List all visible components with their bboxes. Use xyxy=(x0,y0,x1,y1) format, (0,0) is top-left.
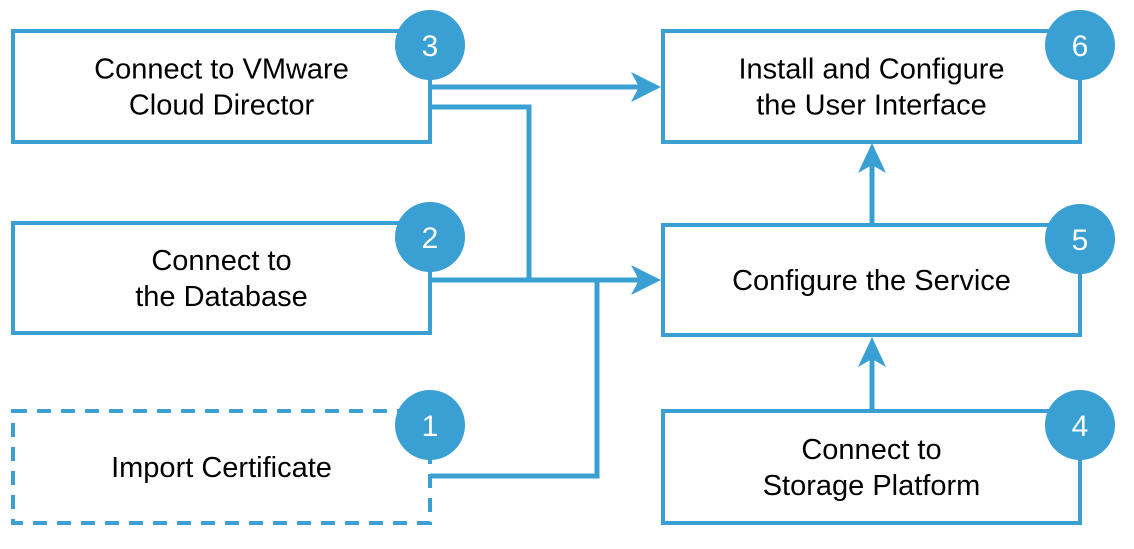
badge-circle-icon xyxy=(1045,204,1115,274)
step-box-border xyxy=(661,409,1082,525)
step-number-badge: 2 xyxy=(395,202,465,272)
step-label: Storage Platform xyxy=(763,470,981,502)
step-number: 6 xyxy=(1072,30,1089,63)
connector-3-to-5 xyxy=(430,104,532,280)
step-label: the Database xyxy=(135,281,308,313)
step-box-2: Connect to the Database 2 xyxy=(11,202,465,335)
step-label: Configure the Service xyxy=(732,265,1011,297)
step-label: Connect to VMware xyxy=(94,54,349,86)
badge-circle-icon xyxy=(1045,390,1115,460)
step-box-6: Install and Configure the User Interface 6 xyxy=(661,10,1115,144)
arrow-head-icon xyxy=(631,72,661,102)
step-label: the User Interface xyxy=(756,90,987,122)
step-box-border xyxy=(11,221,432,335)
step-number: 5 xyxy=(1072,224,1089,257)
step-label: Connect to xyxy=(801,434,941,466)
step-box-border xyxy=(661,29,1082,144)
step-number-badge: 3 xyxy=(395,10,465,80)
step-box-border xyxy=(11,29,432,144)
badge-circle-icon xyxy=(1045,10,1115,80)
step-number: 1 xyxy=(422,410,439,443)
step-number-badge: 6 xyxy=(1045,10,1115,80)
step-label: Import Certificate xyxy=(111,452,332,484)
connectors xyxy=(430,72,886,479)
step-box-5: Configure the Service 5 xyxy=(661,204,1115,337)
connector-1-to-5 xyxy=(430,280,600,479)
step-label: Install and Configure xyxy=(739,54,1005,86)
step-box-border xyxy=(11,409,432,525)
step-box-4: Connect to Storage Platform 4 xyxy=(661,390,1115,525)
badge-circle-icon xyxy=(395,202,465,272)
step-number-badge: 5 xyxy=(1045,204,1115,274)
step-number: 4 xyxy=(1072,410,1089,443)
step-number: 3 xyxy=(422,30,439,63)
badge-circle-icon xyxy=(395,390,465,460)
step-label: Cloud Director xyxy=(129,90,315,122)
badge-circle-icon xyxy=(395,10,465,80)
step-number-badge: 4 xyxy=(1045,390,1115,460)
arrow-head-icon xyxy=(858,143,886,173)
step-box-1: Import Certificate 1 xyxy=(11,390,465,525)
arrow-head-icon xyxy=(631,265,661,295)
step-box-border xyxy=(661,223,1082,337)
step-number: 2 xyxy=(422,222,439,255)
arrow-head-icon xyxy=(858,337,886,367)
step-number-badge: 1 xyxy=(395,390,465,460)
step-label: Connect to xyxy=(151,245,291,277)
